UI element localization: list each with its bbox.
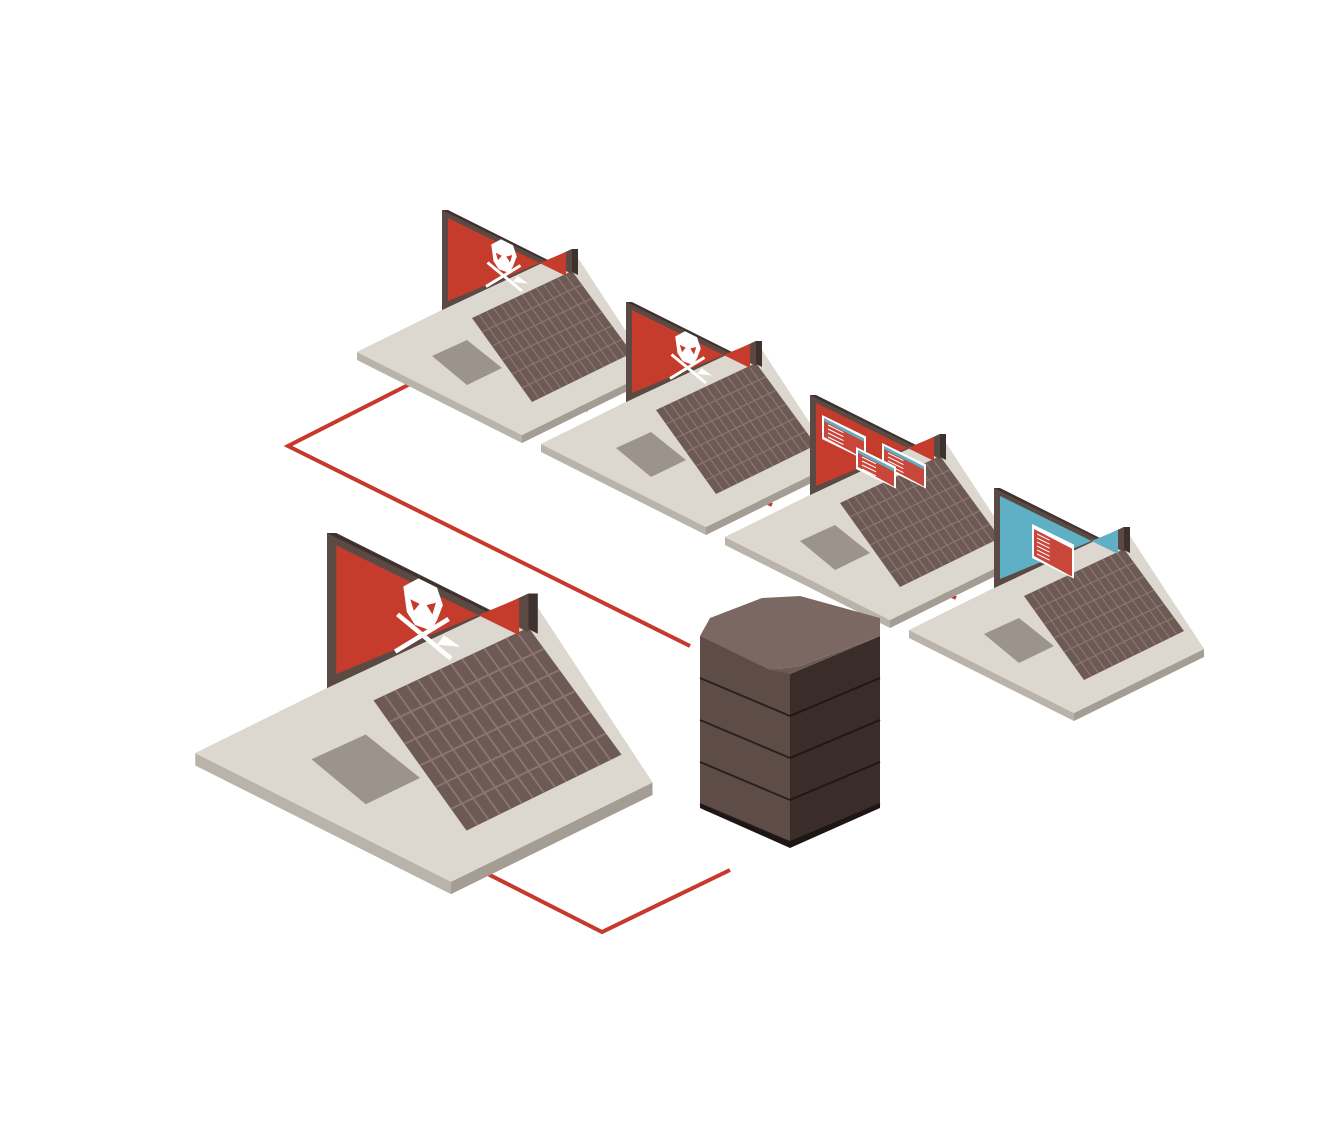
laptop-base-front [1074,649,1204,721]
code-windows-icon [822,415,926,489]
laptop-base-front [451,782,653,895]
server-unit [699,762,881,843]
laptop-touchpad [432,340,502,385]
skull-crossbones-icon [485,239,528,293]
laptop-touchpad [800,525,870,570]
connection-wire [283,382,691,648]
code-window-icon [1032,524,1074,579]
laptop-clean [909,488,1204,721]
laptop-base-front [522,371,652,443]
skull-crossbones-icon [393,578,461,661]
laptop-base-side [725,537,890,628]
server-unit [699,720,881,801]
server-stack [699,596,881,848]
server-top [700,596,880,670]
laptop-touchpad [311,734,420,805]
laptop-code-windows [725,395,1020,628]
laptop-base-front [890,556,1020,628]
server-unit [699,678,881,759]
laptop-base-side [541,444,706,535]
laptop-base-side [195,753,451,895]
laptop-touchpad [616,432,686,477]
laptop-infected-large [195,533,653,895]
laptop-base-side [357,352,522,443]
laptop-base-side [909,630,1074,721]
laptop-infected-2 [541,302,836,535]
laptop-touchpad [984,618,1054,663]
skull-crossbones-icon [669,331,712,385]
laptop-screen [816,403,934,486]
server-unit [699,636,881,717]
laptop-infected-1 [357,210,652,443]
laptop-base-front [706,463,836,535]
